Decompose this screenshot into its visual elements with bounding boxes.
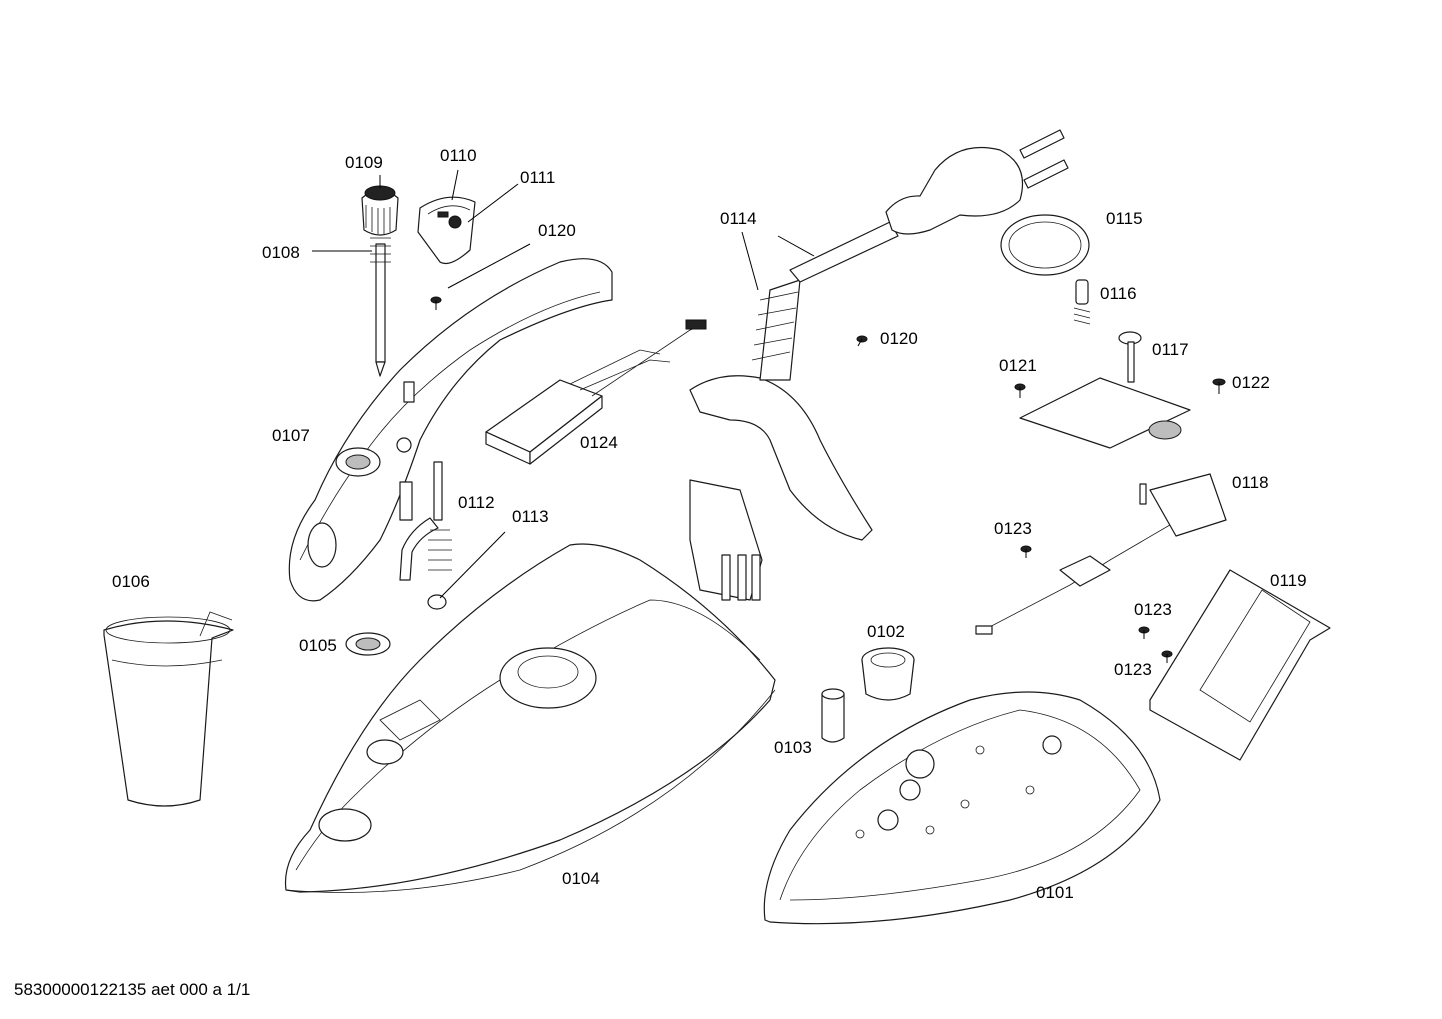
- label-0110: 0110: [440, 146, 477, 165]
- part-0108-valve-shaft: [370, 237, 391, 377]
- label-0122: 0122: [1232, 373, 1270, 392]
- part-0113-valve-ball: [427, 594, 447, 610]
- part-0115-thermostat-dial: [1000, 214, 1090, 276]
- label-0113: 0113: [512, 507, 549, 526]
- part-0119-bracket: [1149, 569, 1331, 761]
- label-0118: 0118: [1232, 473, 1269, 492]
- label-0101: 0101: [1036, 883, 1074, 902]
- label-0105: 0105: [299, 636, 337, 655]
- label-0123-b: 0123: [1134, 600, 1172, 619]
- part-0103-cylinder: [821, 688, 845, 743]
- label-0109: 0109: [345, 153, 383, 172]
- part-0117-thermostat: [1019, 331, 1191, 449]
- part-0114-rear-cover-and-cable: [689, 129, 1069, 601]
- part-0110-0111-steam-button: [417, 196, 476, 265]
- label-0117: 0117: [1152, 340, 1189, 359]
- label-0115: 0115: [1106, 209, 1143, 228]
- part-0109-control-knob: [361, 185, 399, 236]
- label-0111: 0111: [520, 168, 555, 187]
- label-0120-right: 0120: [880, 329, 918, 348]
- label-0102: 0102: [867, 622, 905, 641]
- screw-icon-0121: [1014, 383, 1026, 398]
- label-0124: 0124: [580, 433, 618, 452]
- part-0106-water-cup: [103, 611, 234, 807]
- screw-icon-0120-left: [430, 296, 442, 310]
- label-0107: 0107: [272, 426, 310, 445]
- leader-lines: [312, 169, 815, 599]
- label-0108: 0108: [262, 243, 300, 262]
- part-0112-valve-tube: [399, 461, 452, 581]
- part-0107-handle-assembly: [288, 258, 613, 602]
- screw-icon-0123-a: [1020, 545, 1032, 558]
- callout-labels: 0101 0102 0103 0104 0105 0106 0107 0108 …: [112, 146, 1307, 902]
- part-0101-soleplate: [763, 691, 1161, 925]
- screw-icon-0123-c: [1161, 650, 1173, 663]
- label-0106: 0106: [112, 572, 150, 591]
- label-0119: 0119: [1270, 571, 1307, 590]
- part-0105-seal-ring: [345, 632, 391, 656]
- part-0124-electronic-module: [485, 319, 707, 465]
- screw-icon-0120-right: [856, 335, 868, 347]
- label-0104: 0104: [562, 869, 600, 888]
- part-0102-collar: [861, 647, 915, 701]
- label-0123-a: 0123: [994, 519, 1032, 538]
- screw-icon-0123-b: [1138, 626, 1150, 639]
- drawing-reference-footer: 58300000122135 aet 000 a 1/1: [14, 980, 251, 999]
- label-0114: 0114: [720, 209, 757, 228]
- part-0118-wire-harness: [975, 473, 1227, 635]
- label-0103: 0103: [774, 738, 812, 757]
- part-0116-spring-pin: [1073, 279, 1091, 325]
- label-0121: 0121: [999, 356, 1037, 375]
- label-0116: 0116: [1100, 284, 1137, 303]
- label-0112: 0112: [458, 493, 495, 512]
- screw-icon-0122: [1212, 378, 1226, 394]
- part-0104-housing: [284, 543, 776, 893]
- label-0120-left: 0120: [538, 221, 576, 240]
- label-0123-c: 0123: [1114, 660, 1152, 679]
